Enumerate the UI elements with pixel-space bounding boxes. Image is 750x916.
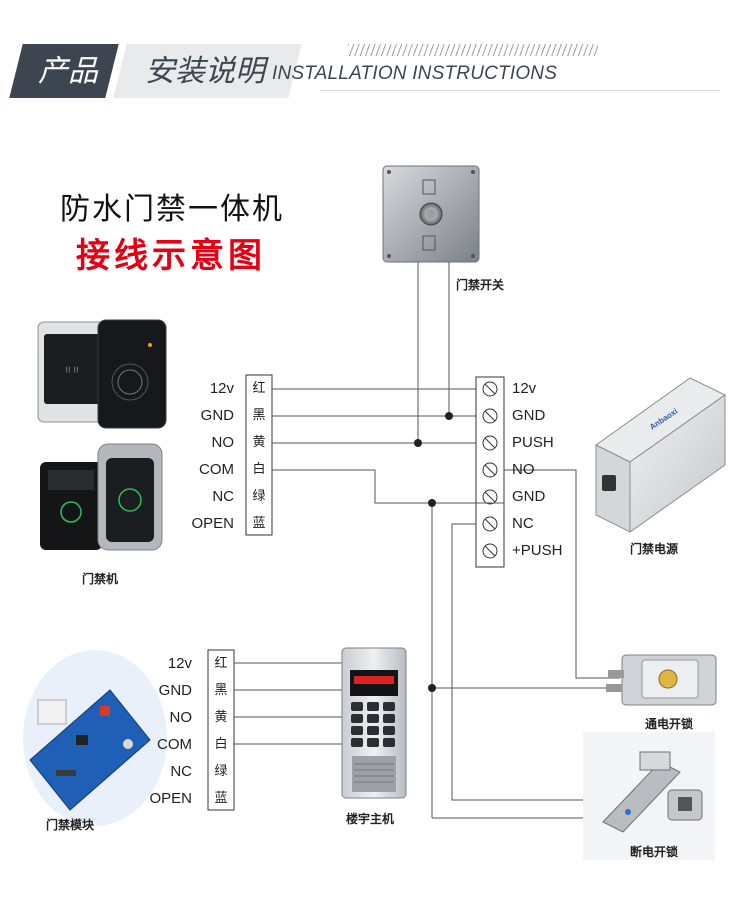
intercom-key: [383, 702, 395, 711]
intercom-key: [383, 726, 395, 735]
controller-wire-label: OPEN: [191, 515, 234, 532]
module-wire-label: 12v: [167, 655, 192, 672]
module-wires: [234, 662, 342, 745]
terminal-screw-slot: [484, 491, 496, 503]
controller-color-box: [245, 374, 273, 536]
terminal-screws: [482, 381, 498, 559]
module-wire-label: NO: [169, 709, 193, 726]
controller-wire-label: 12v: [209, 380, 234, 397]
module-wire-color: 黄: [214, 710, 228, 725]
module-wire-label: GND: [158, 682, 192, 699]
svg-text:(( )): (( )): [65, 366, 78, 374]
header-hatch-decoration: [348, 44, 598, 56]
module-wire-label: OPEN: [149, 790, 192, 807]
junction-dot: [445, 412, 453, 420]
terminal-label: GND: [512, 488, 546, 505]
module-wire-color: 绿: [214, 764, 228, 779]
controller-wire-label: NO: [211, 434, 235, 451]
module-color-box: [207, 649, 235, 811]
intercom-key: [367, 738, 379, 747]
terminal-screw-slot: [484, 464, 496, 476]
terminal-screw-slot: [484, 518, 496, 530]
access-controller-caption: 门禁机: [82, 572, 119, 586]
power-off-lock-device: [583, 732, 715, 860]
terminal-label: PUSH: [512, 434, 554, 451]
exit-button-device: [382, 165, 480, 263]
header-subtitle: INSTALLATION INSTRUCTIONS: [272, 63, 558, 84]
terminal-screw-slot: [484, 437, 496, 449]
power-supply-device: Anbaoxi: [595, 377, 726, 533]
module-wire-color: 黑: [214, 683, 228, 698]
intercom-key: [367, 714, 379, 723]
module-wire-label: COM: [157, 736, 192, 753]
power-supply-caption: 门禁电源: [630, 542, 679, 556]
junction-dot: [414, 439, 422, 447]
intercom-key: [367, 702, 379, 711]
controller-wire-label: NC: [212, 488, 234, 505]
module-wire-color: 白: [214, 737, 228, 752]
controller-wire-label: GND: [200, 407, 234, 424]
junction-dot: [428, 684, 436, 692]
header-tag-dark-text: 产品: [38, 54, 98, 89]
controller-wire-color: 白: [252, 462, 266, 477]
intercom-key: [351, 702, 363, 711]
power-on-lock-device: [606, 654, 717, 706]
controller-wire-color: 绿: [252, 489, 266, 504]
power-on-lock-caption: 通电开锁: [645, 717, 694, 731]
controller-wire-label: COM: [199, 461, 234, 478]
terminal-screw-slot: [484, 545, 496, 557]
controller-wires: [272, 388, 476, 504]
exit-button-wires: [417, 262, 450, 443]
intercom-key: [351, 726, 363, 735]
controller-wire-color: 黑: [252, 408, 266, 423]
terminal-label: NC: [512, 515, 534, 532]
terminal-screw-slot: [484, 410, 496, 422]
access-module-device: [23, 650, 167, 826]
intercom-key: [351, 738, 363, 747]
intercom-key: [351, 714, 363, 723]
access-controller-device: (( )): [37, 319, 167, 551]
controller-wire-color: 蓝: [252, 516, 266, 531]
terminal-screw-slot: [484, 383, 496, 395]
module-wire-color: 红: [214, 656, 228, 671]
intercom-key: [383, 714, 395, 723]
intercom-key: [367, 726, 379, 735]
terminal-label: GND: [512, 407, 546, 424]
module-wire-label: NC: [170, 763, 192, 780]
diagram-title: 防水门禁一体机: [60, 192, 284, 227]
controller-wire-color: 黄: [252, 435, 266, 450]
header-divider: [320, 90, 720, 91]
module-wire-color: 蓝: [214, 791, 228, 806]
terminal-label: 12v: [512, 380, 537, 397]
power-off-lock-caption: 断电开锁: [630, 845, 679, 859]
intercom-device: [341, 647, 407, 799]
access-module-caption: 门禁模块: [46, 818, 95, 832]
intercom-caption: 楼宇主机: [346, 812, 395, 826]
header-tag-light-text: 安装说明: [145, 54, 265, 89]
junction-dot: [428, 499, 436, 507]
exit-button-caption: 门禁开关: [456, 278, 505, 292]
controller-wire-color: 红: [252, 381, 266, 396]
terminal-label: +PUSH: [512, 542, 563, 559]
intercom-key: [383, 738, 395, 747]
terminal-label: NO: [512, 461, 535, 478]
diagram-subtitle: 接线示意图: [76, 236, 266, 276]
